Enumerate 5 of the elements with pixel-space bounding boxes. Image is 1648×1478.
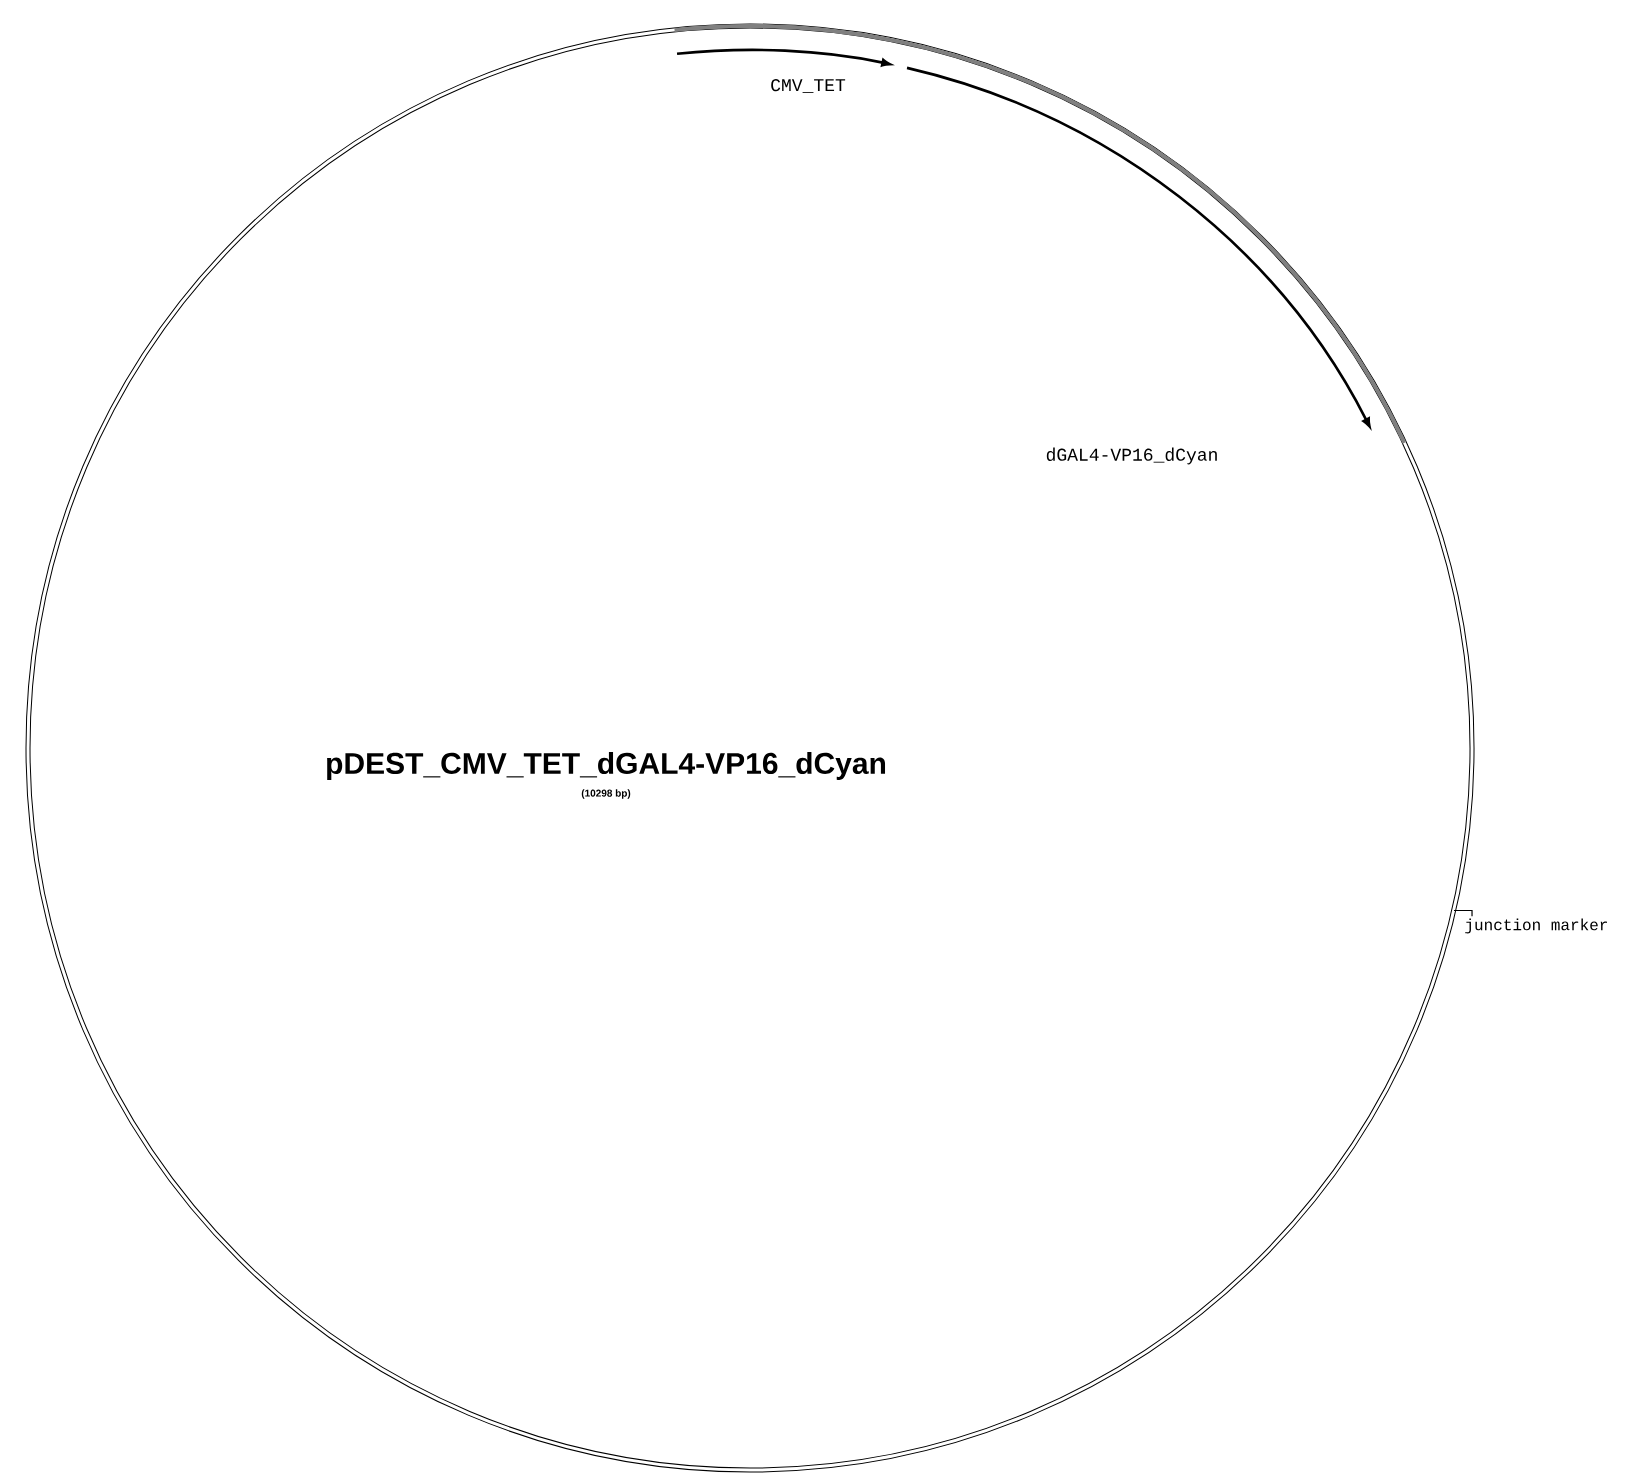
feature-label: junction marker xyxy=(1465,918,1607,934)
leader-line xyxy=(1453,909,1473,917)
plasmid-name: pDEST_CMV_TET_dGAL4-VP16_dCyan xyxy=(327,752,886,780)
feature-label: CMV_TET xyxy=(771,79,846,93)
feature-label: dGAL4-VP16_dCyan xyxy=(1046,447,1217,465)
